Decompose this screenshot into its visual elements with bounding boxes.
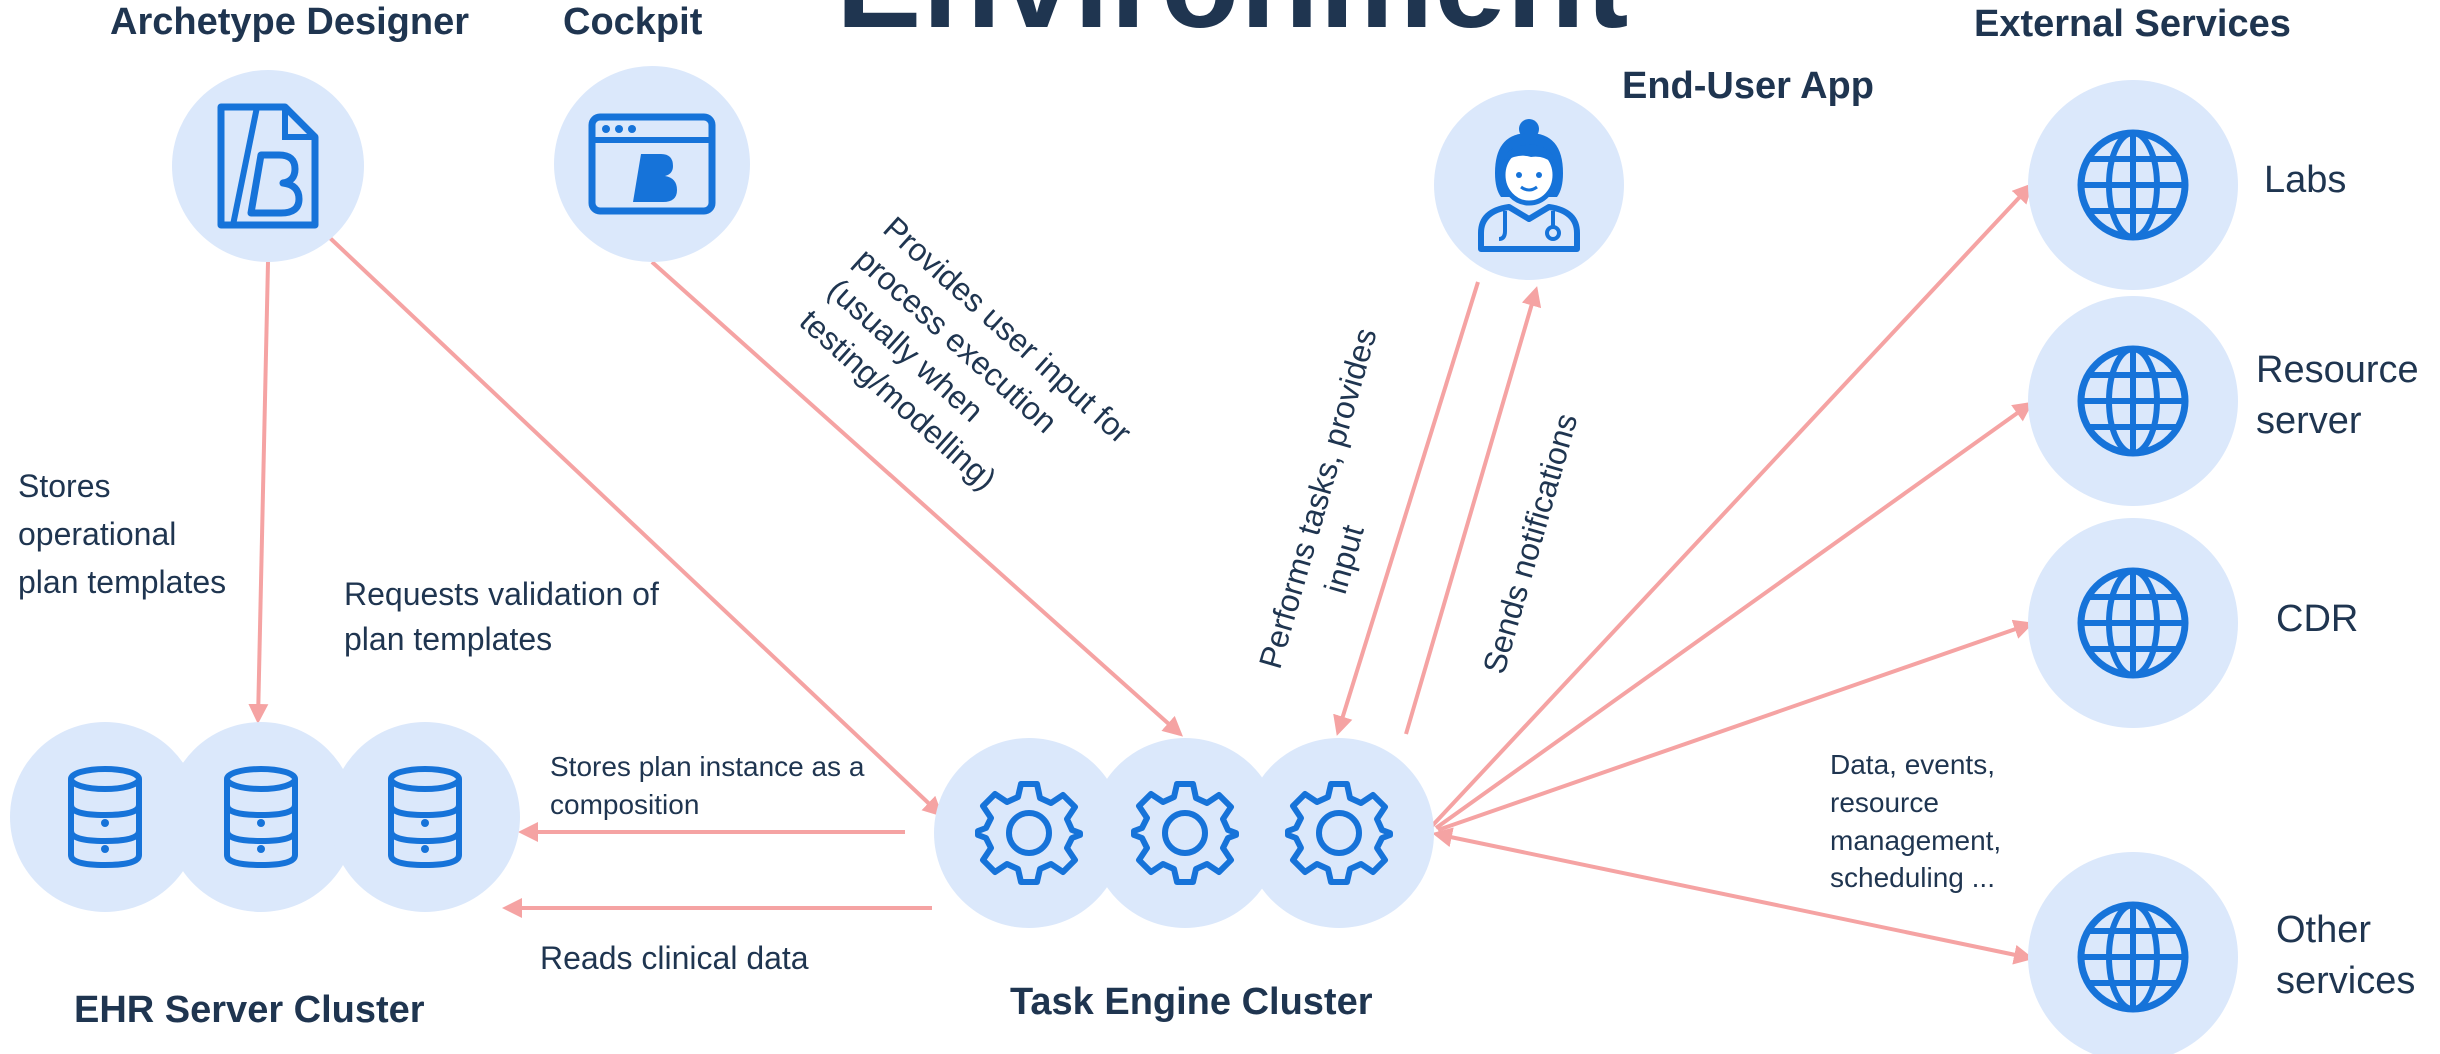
stores-instance-label: Stores plan instance as a composition [550, 751, 865, 820]
requests-validation-label: Requests validation of plan templates [344, 576, 659, 657]
globe-icon [2077, 345, 2189, 457]
task-engine-node [1244, 738, 1434, 928]
arrow-app-to-engine [1333, 281, 1480, 736]
end-user-app-node [1434, 90, 1624, 280]
cdr-label: CDR [2276, 598, 2359, 640]
arrow-designer-to-engine [328, 236, 943, 817]
other-services-node [2028, 852, 2238, 1054]
database-icon [388, 766, 462, 869]
database-icon [224, 766, 298, 869]
stores-templates-label: Stores operational plan templates [18, 468, 227, 600]
globe-icon [2077, 129, 2189, 241]
arrow-designer-to-ehr [248, 261, 270, 724]
arrow-engine-to-resource [1434, 401, 2034, 830]
diagram-title: Environment [836, 0, 1629, 48]
labs-label: Labs [2264, 159, 2347, 201]
resource-server-node [2028, 296, 2238, 506]
cockpit-node [554, 66, 750, 262]
cockpit-heading: Cockpit [563, 1, 703, 43]
doctor-icon [1478, 119, 1580, 252]
gear-icon [1131, 781, 1239, 885]
gear-icon [1285, 781, 1393, 885]
end-user-app-heading: End-User App [1622, 65, 1874, 107]
arrow-other-to-engine [1432, 827, 2034, 965]
data-events-label: Data, events, resource management, sched… [1830, 749, 2002, 894]
arrow-cockpit-to-engine [650, 260, 1183, 737]
external-services-heading: External Services [1974, 3, 2291, 45]
cdr-node [2028, 518, 2238, 728]
gear-icon [975, 781, 1083, 885]
archetype-designer-icon [217, 103, 319, 229]
ehr-server-node [166, 722, 356, 912]
database-icon [68, 766, 142, 869]
arrow-engine-to-labs [1430, 183, 2033, 828]
cockpit-window-icon [588, 113, 716, 215]
task-engine-cluster-heading: Task Engine Cluster [1010, 981, 1373, 1023]
globe-icon [2077, 901, 2189, 1013]
labs-node [2028, 80, 2238, 290]
archetype-designer-node [172, 70, 364, 262]
globe-icon [2077, 567, 2189, 679]
ehr-cluster-heading: EHR Server Cluster [74, 989, 425, 1031]
archetype-designer-heading: Archetype Designer [110, 1, 470, 43]
arrow-engine-to-cdr [1437, 619, 2034, 832]
ehr-server-node [330, 722, 520, 912]
reads-clinical-label: Reads clinical data [540, 940, 809, 976]
resource-server-label: Resource server [2256, 349, 2419, 443]
other-services-label: Other services [2276, 909, 2416, 1003]
arrow-engine-to-app [1404, 286, 1542, 735]
